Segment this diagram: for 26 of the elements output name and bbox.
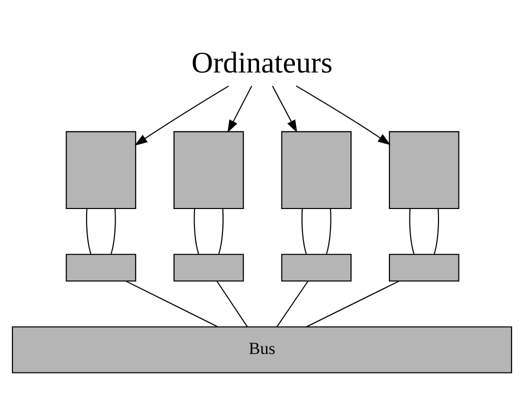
- node-box: [66, 131, 136, 210]
- connector: [276, 280, 308, 327]
- connector: [126, 280, 218, 328]
- connector: [301, 208, 307, 254]
- node-box: [173, 254, 244, 282]
- node-box: [388, 131, 460, 210]
- node-box: Bus: [12, 326, 512, 374]
- node-text: Ordinateurs: [192, 46, 332, 80]
- connector: [216, 280, 248, 327]
- node-box: [388, 254, 460, 282]
- arrow: [272, 86, 298, 133]
- connector: [306, 280, 400, 328]
- connector: [218, 208, 224, 254]
- arrow: [296, 85, 391, 146]
- connector: [409, 208, 414, 254]
- node-box: [66, 254, 136, 282]
- connector: [194, 208, 200, 254]
- connector: [434, 208, 440, 254]
- node-box: [173, 131, 244, 210]
- arrow: [227, 86, 252, 133]
- connector: [110, 208, 116, 254]
- node-box: [281, 131, 352, 210]
- connector: [86, 208, 92, 254]
- arrow: [134, 86, 229, 146]
- connector: [326, 208, 332, 254]
- node-box: [281, 254, 352, 282]
